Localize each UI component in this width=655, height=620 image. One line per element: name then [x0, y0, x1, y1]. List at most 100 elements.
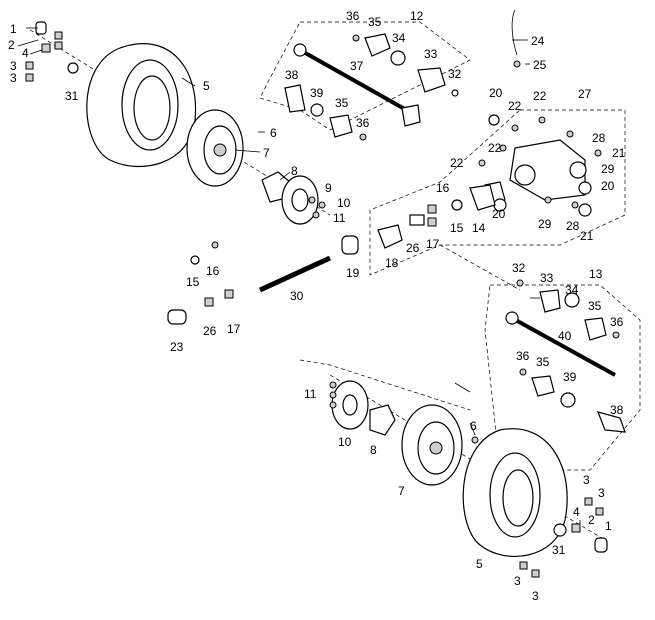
callout-39: 39 [563, 370, 577, 384]
front-brake-disc [281, 175, 319, 225]
callout-3: 3 [10, 59, 17, 73]
callout-23: 23 [170, 340, 184, 354]
callout-36: 36 [346, 9, 360, 23]
callout-18: 18 [385, 256, 399, 270]
boot-icon [364, 33, 391, 57]
callout-22: 22 [508, 99, 522, 113]
callout-26: 26 [406, 241, 420, 255]
callout-8: 8 [370, 443, 377, 457]
front-hardware [25, 21, 326, 219]
callout-21: 21 [612, 146, 626, 160]
callout-12: 12 [410, 9, 424, 23]
callout-6: 6 [470, 419, 477, 433]
callout-38: 38 [610, 403, 624, 417]
callout-10: 10 [337, 196, 351, 210]
callout-31: 31 [65, 89, 79, 103]
callout-1: 1 [10, 22, 17, 36]
callout-28: 28 [592, 131, 606, 145]
callout-16: 16 [206, 264, 220, 278]
callout-40: 40 [558, 329, 572, 343]
lug-nut-icon-2 [54, 41, 63, 50]
callout-3: 3 [532, 589, 539, 603]
callout-29: 29 [538, 217, 552, 231]
callout-22: 22 [488, 141, 502, 155]
callout-5: 5 [203, 79, 210, 93]
callout-7: 7 [263, 146, 270, 160]
washer-icon [67, 62, 79, 74]
callout-35: 35 [588, 299, 602, 313]
callout-3: 3 [10, 71, 17, 85]
callout-34: 34 [565, 283, 579, 297]
callout-4: 4 [573, 505, 580, 519]
callout-19: 19 [346, 266, 360, 280]
callout-39: 39 [310, 86, 324, 100]
lug-nut-icon-4 [25, 73, 34, 82]
callout-9: 9 [325, 181, 332, 195]
callout-35: 35 [335, 96, 349, 110]
callout-17: 17 [426, 237, 440, 251]
callout-17: 17 [227, 322, 241, 336]
callout-38: 38 [285, 68, 299, 82]
callout-26: 26 [203, 324, 217, 338]
callout-3: 3 [598, 486, 605, 500]
callout-24: 24 [531, 34, 545, 48]
callout-25: 25 [533, 58, 547, 72]
callout-14: 14 [472, 221, 486, 235]
callout-2: 2 [8, 38, 15, 52]
front-tire [86, 43, 197, 168]
callout-20: 20 [601, 179, 615, 193]
callout-15: 15 [450, 221, 464, 235]
callout-31: 31 [552, 543, 566, 557]
rear-tire [462, 428, 568, 557]
callout-32: 32 [512, 261, 526, 275]
group-outline-hub-rear [299, 359, 471, 411]
callout-35: 35 [536, 355, 550, 369]
callout-32: 32 [448, 67, 462, 81]
axis-rear-driveline [439, 244, 521, 291]
lug-nut-icon [54, 31, 63, 40]
callout-1: 1 [605, 519, 612, 533]
rear-gearcase [478, 9, 602, 217]
callout-35: 35 [368, 15, 382, 29]
rear-hub [369, 404, 396, 436]
callout-29: 29 [601, 162, 615, 176]
leader-lines [17, 27, 581, 530]
callout-7: 7 [398, 484, 405, 498]
callout-36: 36 [356, 116, 370, 130]
callout-22: 22 [533, 89, 547, 103]
propeller-shaft [167, 184, 496, 325]
callout-3: 3 [514, 574, 521, 588]
group-outline-front-shaft [259, 21, 471, 131]
callout-5: 5 [476, 557, 483, 571]
rear-brake-disc [329, 380, 369, 430]
callout-10: 10 [338, 435, 352, 449]
front-rim [186, 109, 244, 187]
callout-11: 11 [333, 211, 346, 225]
callout-13: 13 [589, 267, 603, 281]
callout-2: 2 [588, 513, 595, 527]
lug-nut-icon-3 [25, 61, 34, 70]
callout-16: 16 [436, 181, 450, 195]
nut-icon [41, 43, 51, 53]
callout-36: 36 [610, 315, 624, 329]
callout-28: 28 [566, 219, 580, 233]
rear-hardware [471, 436, 608, 578]
callout-11: 11 [304, 387, 317, 401]
callout-8: 8 [291, 164, 298, 178]
callout-15: 15 [186, 275, 200, 289]
callout-33: 33 [540, 271, 554, 285]
callout-37: 37 [350, 59, 364, 73]
rear-rim [401, 404, 463, 486]
callout-27: 27 [578, 87, 592, 101]
callout-36: 36 [516, 349, 530, 363]
callout-34: 34 [392, 31, 406, 45]
callout-4: 4 [22, 46, 29, 60]
front-drive-shaft [284, 33, 459, 141]
rear-drive-shaft [505, 279, 626, 433]
callout-22: 22 [450, 156, 464, 170]
callout-20: 20 [492, 207, 506, 221]
callout-20: 20 [489, 86, 503, 100]
callout-33: 33 [424, 47, 438, 61]
callout-6: 6 [270, 126, 277, 140]
